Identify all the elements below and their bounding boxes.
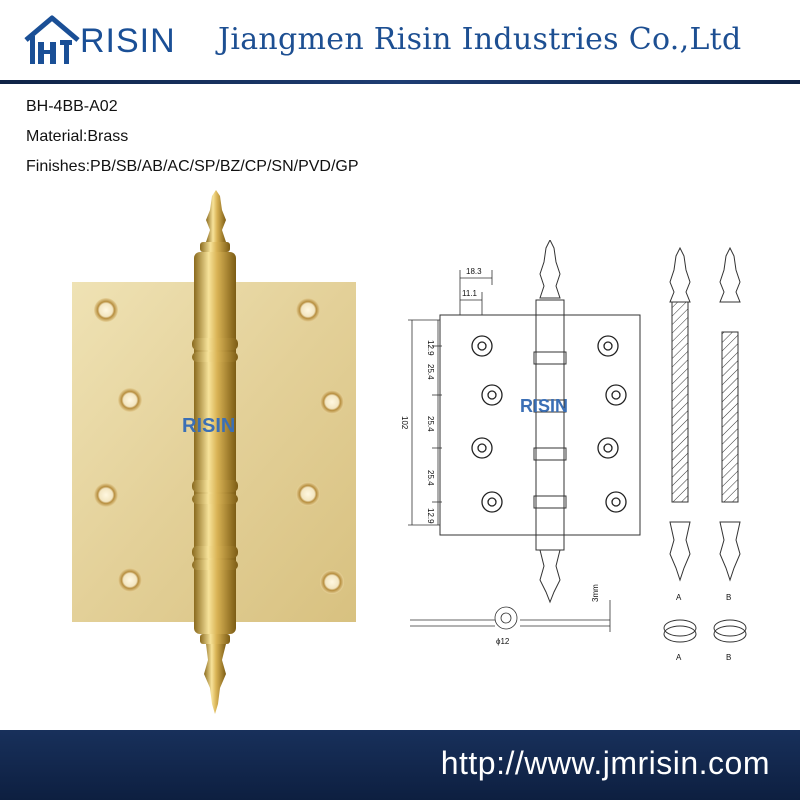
watermark-photo: RISIN [182, 415, 236, 437]
hinge-photo [72, 190, 356, 714]
dim-3mm: 3mm [591, 584, 600, 602]
drawing-leaf [439, 314, 641, 536]
dim-12-9-bottom: 12.9 [426, 508, 435, 524]
dim-102: 102 [400, 416, 409, 430]
dim-25-4-a: 25.4 [426, 364, 435, 380]
dim-pin: ϕ12 [496, 637, 510, 646]
watermark-drawing: RISIN [520, 396, 569, 416]
cap-a-label: A [676, 653, 682, 662]
pin-variants [663, 246, 747, 643]
dim-25-4-c: 25.4 [426, 470, 435, 486]
material-label: Material:Brass [26, 128, 129, 145]
header-divider [0, 80, 800, 84]
dim-12-9-top: 12.9 [426, 340, 435, 356]
company-name: Jiangmen Risin Industries Co.,Ltd [218, 22, 742, 57]
drawing-barrel [535, 299, 565, 551]
model-number: BH-4BB-A02 [26, 98, 118, 115]
dim-11-1: 11.1 [462, 289, 478, 298]
variant-b-label: B [726, 593, 731, 602]
cap-b-label: B [726, 653, 731, 662]
logo-text: RISIN [80, 22, 176, 60]
screw-holes [94, 298, 344, 594]
finishes-label: Finishes:PB/SB/AB/AC/SP/BZ/CP/SN/PVD/GP [26, 158, 359, 175]
website-link[interactable]: http://www.jmrisin.com [440, 745, 770, 781]
technical-drawing: 18.3 11.1 12.9 25.4 25.4 25.4 12.9 102 3… [400, 240, 747, 662]
house-logo-icon [24, 15, 80, 64]
hinge-barrel [192, 190, 238, 714]
dim-25-4-b: 25.4 [426, 416, 435, 432]
footer-bar: http://www.jmrisin.com [0, 730, 800, 800]
drawing-holes [471, 335, 627, 513]
variant-a-label: A [676, 593, 682, 602]
company-logo[interactable]: RISIN [22, 14, 192, 68]
header: RISIN Jiangmen Risin Industries Co.,Ltd [0, 0, 800, 80]
dim-18-3: 18.3 [466, 267, 482, 276]
